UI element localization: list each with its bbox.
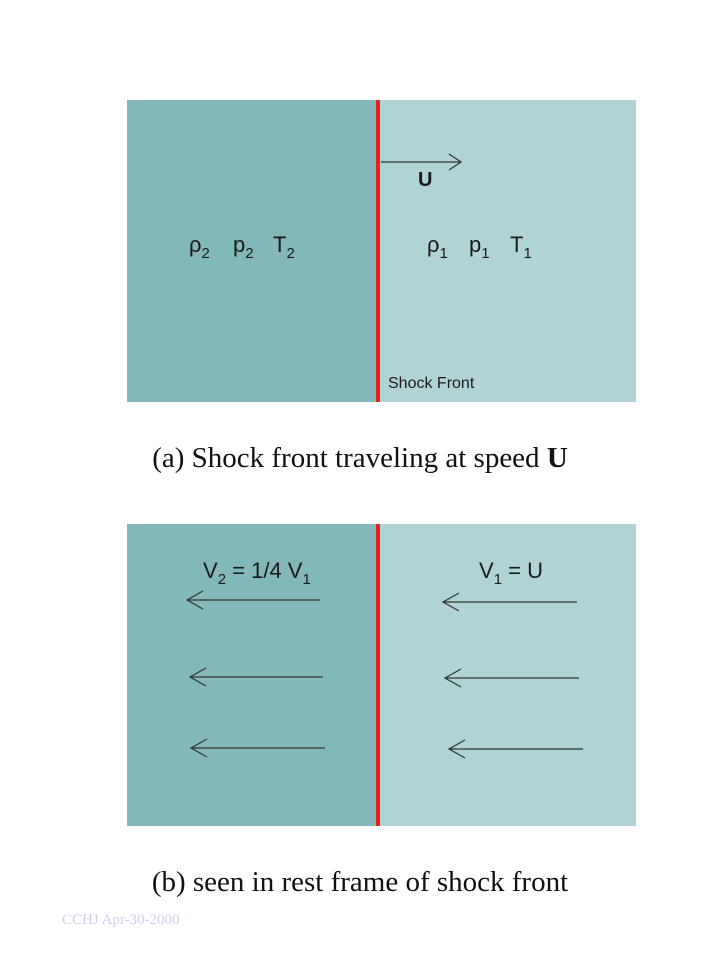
post-shock-flow-arrow [188, 667, 323, 687]
post-shock-flow-arrow [189, 738, 325, 758]
shock-speed-label: U [418, 169, 433, 191]
post-shock-temperature: T2 [273, 232, 295, 262]
post-shock-pressure: p2 [233, 232, 254, 262]
pre-shock-region [378, 524, 636, 826]
post-shock-density: ρ2 [189, 232, 210, 262]
shock-front-line [376, 100, 380, 402]
pre-shock-flow-arrow [443, 668, 579, 688]
caption-b: (b) seen in rest frame of shock front [151, 866, 569, 898]
pre-shock-temperature: T1 [510, 232, 532, 262]
post-shock-region [127, 100, 378, 402]
caption-a: (a) Shock front traveling at speed U [152, 442, 568, 474]
pre-shock-flow-arrow [441, 592, 577, 612]
post-shock-velocity-label: V2 = 1/4 V1 [203, 558, 311, 588]
shock-front-line [376, 524, 380, 826]
footer-credit: CCHJ Apr-30-2000 [62, 912, 180, 928]
pre-shock-pressure: p1 [469, 232, 490, 262]
post-shock-flow-arrow [185, 590, 320, 610]
pre-shock-density: ρ1 [427, 232, 448, 262]
pre-shock-region [378, 100, 636, 402]
shock-velocity-arrow [381, 153, 463, 171]
shock-front-label: Shock Front [388, 375, 475, 392]
panel-a-moving-shock: U ρ2 p2 T2 ρ1 p1 T1 Shock Front [127, 100, 636, 402]
pre-shock-velocity-label: V1 = U [479, 558, 543, 588]
panel-b-rest-frame: V2 = 1/4 V1 V1 = U [127, 524, 636, 826]
post-shock-region [127, 524, 378, 826]
panel-a-arrows [381, 153, 463, 171]
pre-shock-flow-arrow [447, 739, 583, 759]
flow-arrows [185, 590, 583, 759]
